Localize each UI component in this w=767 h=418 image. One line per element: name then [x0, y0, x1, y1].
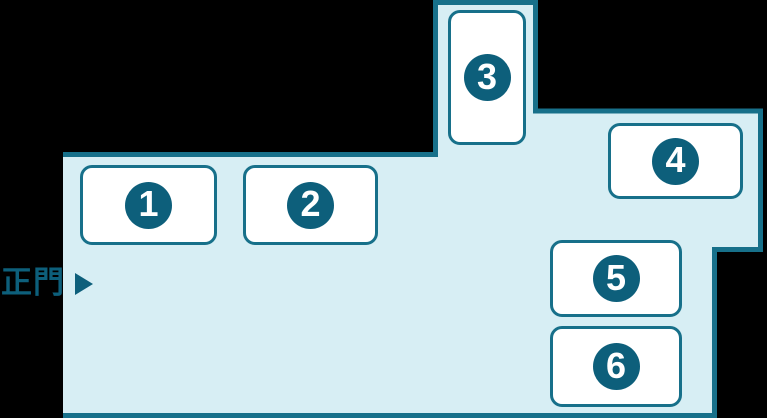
room-box-6: 6 — [550, 326, 682, 407]
room-number: 5 — [605, 256, 627, 298]
room-number: 4 — [665, 139, 686, 180]
room-box-1: 1 — [80, 165, 217, 245]
room-number: 6 — [605, 344, 627, 386]
room-number: 2 — [300, 183, 321, 224]
room-number: 1 — [138, 183, 159, 224]
room-box-3: 3 — [448, 10, 526, 145]
room-number-badge: 4 — [652, 137, 699, 185]
room-box-2: 2 — [243, 165, 378, 245]
room-box-5: 5 — [550, 240, 682, 317]
room-number-badge: 6 — [592, 343, 640, 390]
gate-label: 正門 — [1, 265, 65, 300]
room-number-badge: 5 — [592, 255, 640, 302]
room-number-badge: 2 — [287, 181, 334, 229]
room-number: 3 — [476, 55, 498, 97]
gate-arrow-icon — [75, 273, 93, 295]
room-box-4: 4 — [608, 123, 743, 199]
room-number-badge: 3 — [463, 54, 511, 101]
room-number-badge: 1 — [125, 181, 172, 229]
